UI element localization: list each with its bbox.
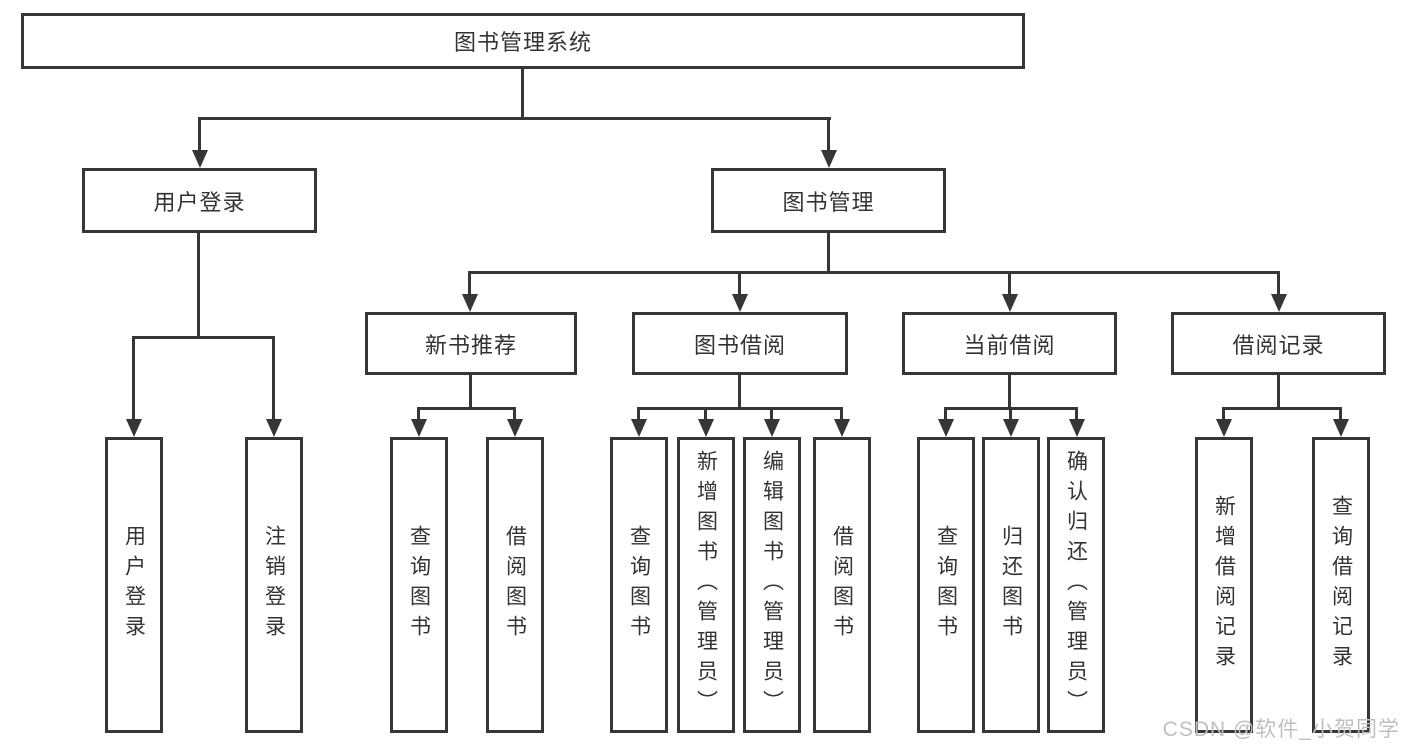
node-label: 图书管理系统 [453, 30, 592, 55]
connector-arrow-borrowing-4 [840, 407, 843, 419]
connector-arrow-to-current-borrowing [1008, 271, 1011, 294]
node-label: 查询图书 [934, 525, 958, 645]
connector-arrow-to-user-login-action [132, 336, 135, 419]
connector-records-bar [1222, 407, 1342, 410]
node-label: 查询图书 [627, 525, 651, 645]
node-book-management: 图书管理 [711, 168, 946, 233]
node-borrowing-records: 借阅记录 [1171, 312, 1386, 375]
node-label: 借阅图书 [830, 525, 854, 645]
connector-arrow-current-2 [1009, 407, 1012, 419]
node-new-book-recommendation: 新书推荐 [365, 312, 577, 375]
connector-book-management-stem [827, 233, 830, 271]
node-label: 新增图书（管理员） [694, 450, 718, 720]
node-borrow-books: 借阅图书 [813, 437, 871, 733]
node-label: 当前借阅 [963, 332, 1056, 358]
connector-arrow-to-book-borrowing [738, 271, 741, 294]
node-label: 确认归还（管理员） [1064, 450, 1088, 720]
csdn-watermark: CSDN @软件_小贺同学 [1162, 718, 1400, 741]
node-label: 新增借阅记录 [1212, 495, 1236, 675]
node-book-borrowing: 图书借阅 [632, 312, 848, 375]
node-confirm-return-admin: 确认归还（管理员） [1047, 437, 1105, 733]
node-current-borrowing: 当前借阅 [902, 312, 1117, 375]
connector-user-login-bar [132, 336, 275, 339]
node-user-login: 用户登录 [82, 168, 317, 233]
connector-arrow-to-new-book-recommendation [468, 271, 471, 294]
connector-arrow-records-1 [1222, 407, 1225, 419]
node-add-books-admin: 新增图书（管理员） [677, 437, 735, 733]
node-label: 用户登录 [122, 525, 146, 645]
connector-root-bar [198, 117, 831, 120]
connector-arrow-to-borrowing-records [1277, 271, 1280, 294]
connector-arrow-borrowing-2 [704, 407, 707, 419]
node-library-management-system: 图书管理系统 [21, 13, 1025, 69]
node-return-books: 归还图书 [982, 437, 1040, 733]
node-label: 借阅记录 [1232, 332, 1325, 358]
connector-borrowing-bar [637, 407, 843, 410]
connector-arrow-to-logout [272, 336, 275, 419]
node-label: 图书借阅 [693, 332, 786, 358]
connector-arrow-recommend-2 [513, 407, 516, 419]
node-label: 新书推荐 [424, 332, 517, 358]
connector-book-management-bar [468, 271, 1280, 274]
node-label: 借阅图书 [503, 525, 527, 645]
connector-current-stem [1008, 375, 1011, 407]
connector-recommend-bar [417, 407, 516, 410]
connector-borrowing-stem [738, 375, 741, 407]
node-label: 归还图书 [999, 525, 1023, 645]
node-label: 查询图书 [407, 525, 431, 645]
node-logout: 注销登录 [245, 437, 303, 733]
connector-arrow-borrowing-3 [770, 407, 773, 419]
node-label: 图书管理 [782, 189, 875, 215]
connector-arrow-to-book-management [827, 117, 830, 150]
connector-arrow-current-3 [1075, 407, 1078, 419]
node-edit-books-admin: 编辑图书（管理员） [743, 437, 801, 733]
node-query-books-current: 查询图书 [917, 437, 975, 733]
node-borrow-books-recommend: 借阅图书 [486, 437, 544, 733]
node-query-borrow-record: 查询借阅记录 [1312, 437, 1370, 733]
connector-recommend-stem [469, 375, 472, 407]
node-query-books-recommend: 查询图书 [390, 437, 448, 733]
connector-arrow-borrowing-1 [637, 407, 640, 419]
node-label: 注销登录 [262, 525, 286, 645]
connector-arrow-to-user-login [198, 117, 201, 150]
node-add-borrow-record: 新增借阅记录 [1195, 437, 1253, 733]
connector-arrow-records-2 [1339, 407, 1342, 419]
node-label: 编辑图书（管理员） [760, 450, 784, 720]
node-user-login-action: 用户登录 [105, 437, 163, 733]
connector-user-login-stem [197, 233, 200, 336]
connector-root-stem [521, 69, 524, 117]
node-label: 用户登录 [153, 189, 246, 215]
node-label: 查询借阅记录 [1329, 495, 1353, 675]
connector-arrow-recommend-1 [417, 407, 420, 419]
node-query-books-borrowing: 查询图书 [610, 437, 668, 733]
connector-arrow-current-1 [944, 407, 947, 419]
connector-records-stem [1277, 375, 1280, 407]
